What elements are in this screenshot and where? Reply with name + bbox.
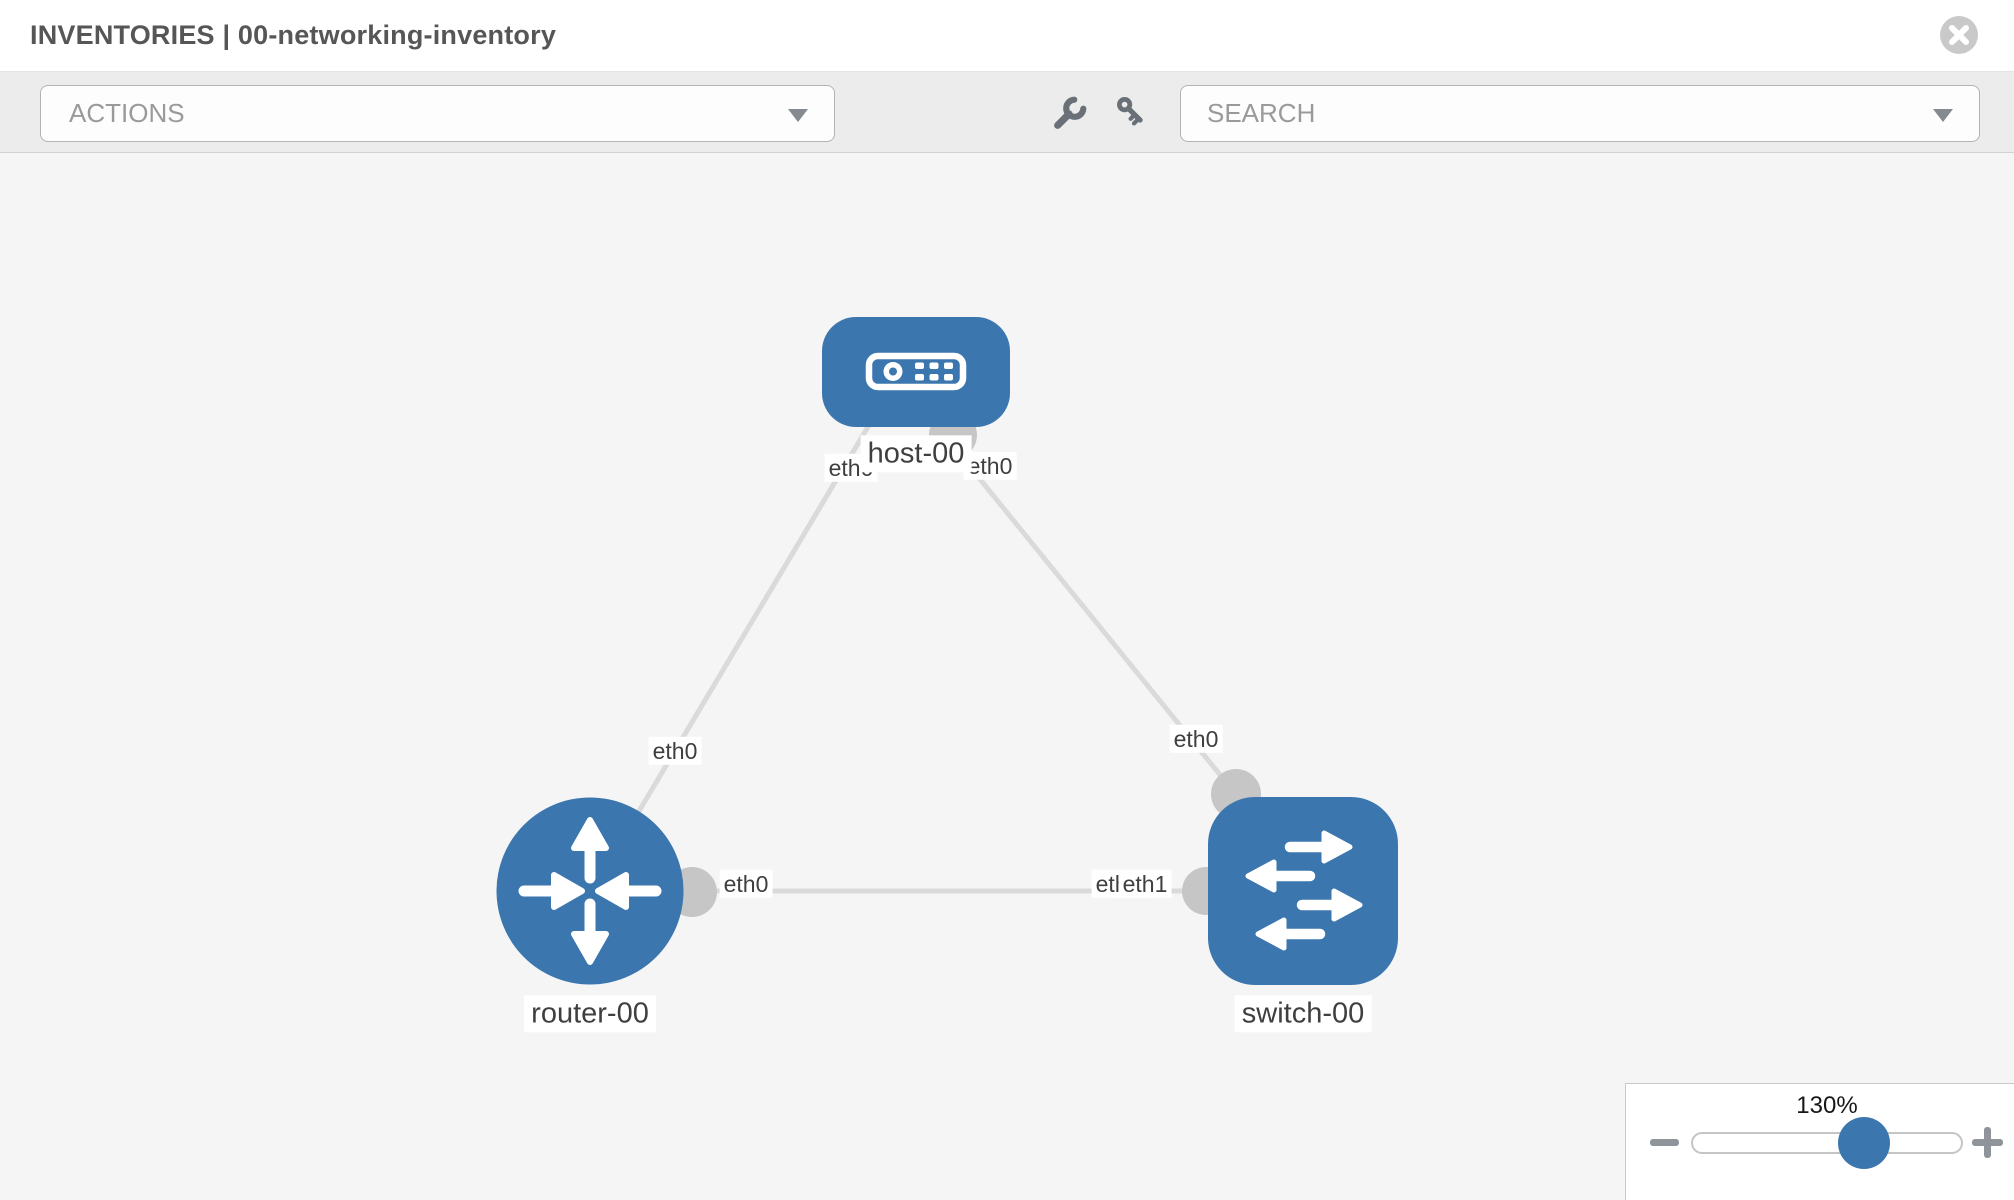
page-title: INVENTORIES | 00-networking-inventory <box>30 20 557 50</box>
actions-dropdown[interactable]: ACTIONS <box>40 85 835 142</box>
actions-dropdown-value: ACTIONS <box>69 98 185 128</box>
zoom-panel: 130% <box>1625 1083 2014 1200</box>
titlebar: INVENTORIES | 00-networking-inventory <box>0 0 2014 72</box>
link-host-router <box>592 413 878 887</box>
chevron-down-icon <box>1933 108 1953 122</box>
port-label: eth0 <box>1169 724 1223 754</box>
server-icon <box>865 352 967 391</box>
node-label-host: host-00 <box>860 435 972 473</box>
zoom-slider-track[interactable] <box>1691 1132 1963 1154</box>
zoom-slider-thumb[interactable] <box>1838 1117 1890 1169</box>
wrench-icon[interactable] <box>1051 94 1089 132</box>
node-label-router: router-00 <box>524 995 656 1033</box>
minus-icon[interactable] <box>1650 1139 1679 1146</box>
ports-layer <box>667 411 1261 917</box>
topology-canvas[interactable]: eth0 eth0 eth0 eth0 eth0 eth0 eth1 host-… <box>0 153 2014 1200</box>
search-placeholder: SEARCH <box>1207 98 1316 128</box>
port-label: eth1 <box>1118 869 1172 899</box>
zoom-level: 130% <box>1796 1092 1858 1119</box>
node-router-00[interactable] <box>496 797 684 985</box>
node-switch-00[interactable] <box>1208 797 1398 985</box>
search-dropdown[interactable]: SEARCH <box>1180 85 1980 142</box>
port-label: eth0 <box>648 736 702 766</box>
port-label: eth0 <box>719 869 773 899</box>
port-label: eth0 <box>963 451 1017 481</box>
toolbar: ACTIONS SEARCH <box>0 72 2014 153</box>
key-icon[interactable] <box>1114 94 1152 132</box>
topology-graph <box>496 317 1398 985</box>
router-arrows-icon <box>518 817 662 965</box>
node-host-00[interactable] <box>822 317 1010 427</box>
node-label-switch: switch-00 <box>1234 995 1372 1033</box>
switch-arrows-icon <box>1245 830 1363 951</box>
chevron-down-icon <box>788 108 808 122</box>
close-button[interactable] <box>1940 16 1978 54</box>
close-icon <box>1949 25 1969 45</box>
links-layer <box>592 413 1236 894</box>
plus-icon[interactable] <box>1972 1127 2003 1158</box>
